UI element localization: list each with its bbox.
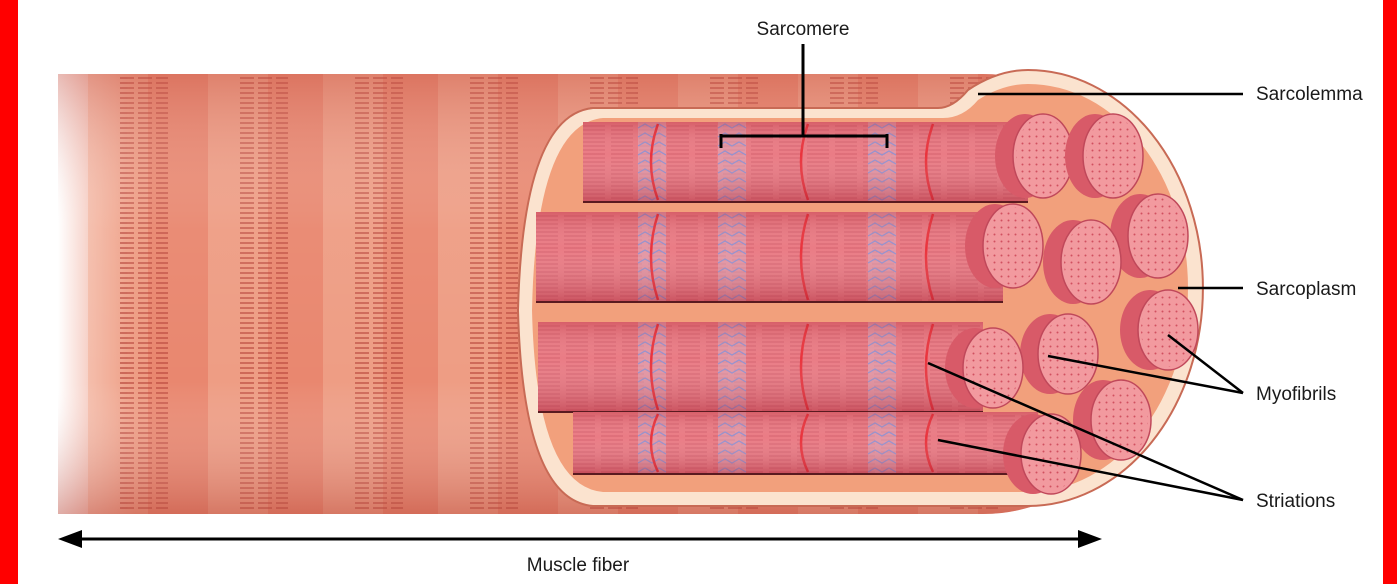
muscle-fiber-arrow bbox=[58, 530, 1102, 548]
sarcolemma-label: Sarcolemma bbox=[1256, 84, 1363, 105]
sarcomere-label: Sarcomere bbox=[757, 19, 850, 40]
striations-label: Striations bbox=[1256, 491, 1335, 512]
sarcoplasm-label: Sarcoplasm bbox=[1256, 279, 1356, 300]
muscle-fiber-label: Muscle fiber bbox=[527, 555, 630, 576]
muscle-fiber-diagram: Sarcomere Sarcolemma Sarcoplasm Myofibri… bbox=[18, 0, 1383, 584]
diagram-canvas: Sarcomere Sarcolemma Sarcoplasm Myofibri… bbox=[18, 0, 1383, 584]
myofibrils-label: Myofibrils bbox=[1256, 384, 1336, 405]
